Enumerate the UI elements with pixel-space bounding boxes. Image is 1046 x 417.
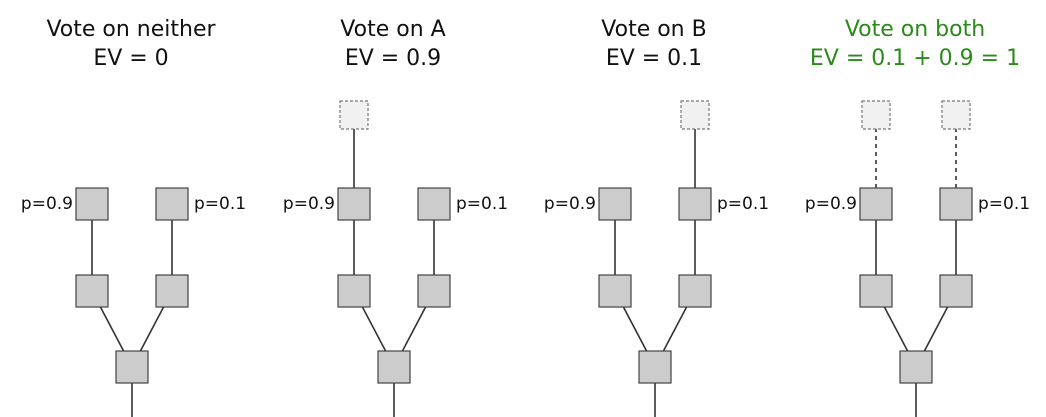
left-vote-node [861,100,891,130]
left-mid-node [75,274,109,308]
decision-tree: p=0.9 p=0.1 [21,187,246,417]
decision-tree: p=0.9 p=0.1 [283,100,508,417]
decision-tree: p=0.9 p=0.1 [544,100,769,417]
right-top-node [678,187,712,221]
expected-value-label: EV = 0.1 + 0.9 = 1 [809,46,1021,71]
right-vote-node [680,100,710,130]
root-node [899,350,933,384]
probability-label-left: p=0.9 [21,194,73,214]
probability-label-left: p=0.9 [283,194,335,214]
left-top-node [75,187,109,221]
left-mid-node [337,274,371,308]
right-top-node [417,187,451,221]
right-top-node [939,187,973,221]
panel-title: Vote on both [844,17,986,42]
probability-label-left: p=0.9 [805,194,857,214]
probability-label-right: p=0.1 [978,194,1030,214]
decision-tree: p=0.9 p=0.1 [805,100,1030,417]
root-node [377,350,411,384]
left-vote-node [339,100,369,130]
right-mid-node [939,274,973,308]
panel-title: Vote on A [340,17,446,42]
left-mid-node [859,274,893,308]
left-top-node [859,187,893,221]
root-node [638,350,672,384]
panel-1: Vote on neither EV = 0 p=0.9 p=0.1 [0,0,262,417]
panel-3: Vote on B EV = 0.1 p=0.9 p=0.1 [523,0,785,417]
right-vote-node [941,100,971,130]
probability-label-right: p=0.1 [194,194,246,214]
right-mid-node [417,274,451,308]
right-top-node [155,187,189,221]
left-mid-node [598,274,632,308]
root-node [115,350,149,384]
left-top-node [598,187,632,221]
panel-title: Vote on neither [46,17,216,42]
probability-label-right: p=0.1 [717,194,769,214]
right-mid-node [155,274,189,308]
left-top-node [337,187,371,221]
panel-4: Vote on both EV = 0.1 + 0.9 = 1 p=0.9 p=0.1 [784,0,1046,417]
panel-title: Vote on B [601,17,707,42]
probability-label-right: p=0.1 [456,194,508,214]
panel-2: Vote on A EV = 0.9 p=0.9 p=0.1 [262,0,524,417]
expected-value-label: EV = 0.9 [344,46,442,71]
probability-label-left: p=0.9 [544,194,596,214]
right-mid-node [678,274,712,308]
expected-value-label: EV = 0 [93,46,169,71]
expected-value-label: EV = 0.1 [605,46,703,71]
